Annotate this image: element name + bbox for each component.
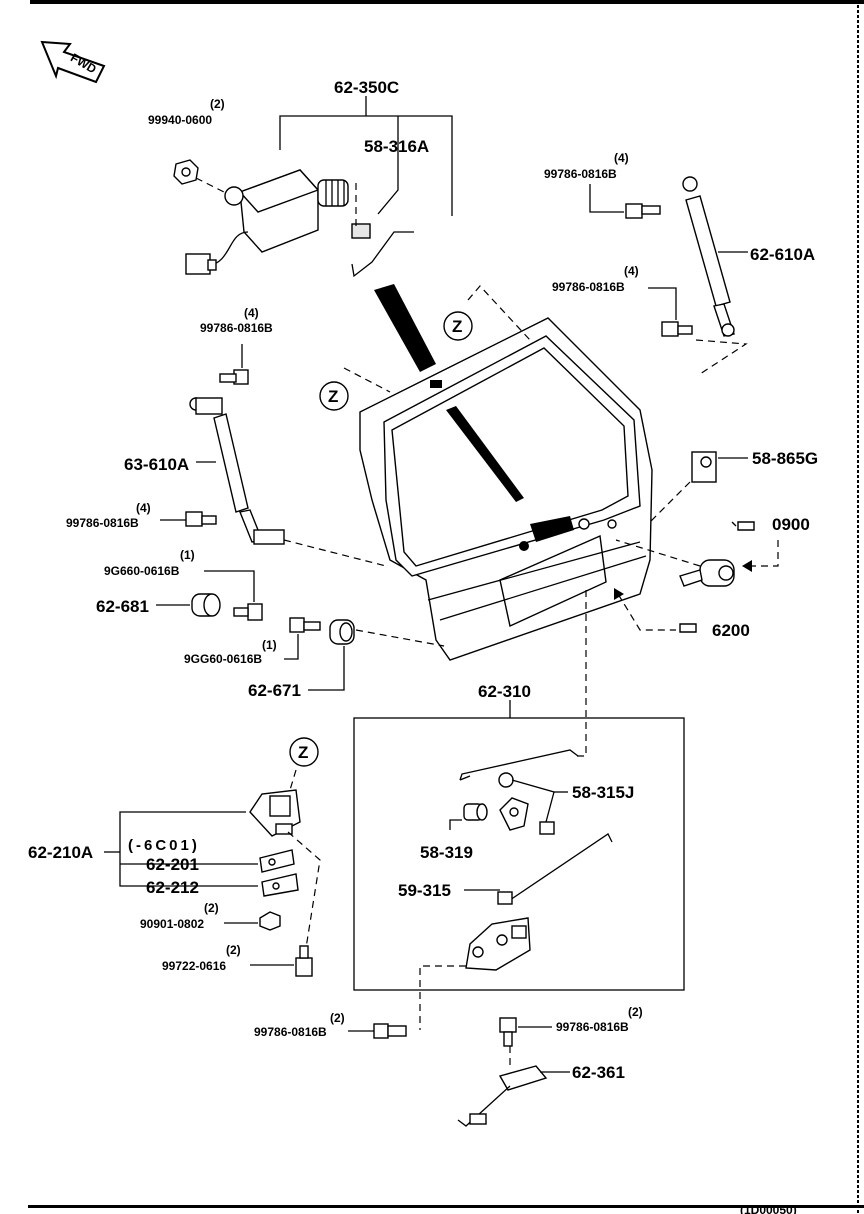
bottom-border	[28, 1205, 864, 1208]
svg-text:6200: 6200	[712, 621, 750, 640]
rod-lower	[509, 833, 613, 901]
label-99786-b: 99786-0816B	[552, 280, 625, 294]
nut-90901-0802	[259, 911, 281, 931]
hinge-62-210A	[249, 789, 301, 837]
label-58-865G: 58-865G	[752, 449, 818, 468]
bracket-58-865G	[649, 451, 717, 523]
clip-59-315	[497, 891, 513, 905]
bolt-99786-e	[373, 1023, 407, 1039]
label-99786-c: 99786-0816B	[200, 321, 273, 335]
label-58-319: 58-319	[420, 843, 473, 862]
label-59-315: 59-315	[398, 881, 451, 900]
label-99786-a: 99786-0816B	[544, 167, 617, 181]
qty-99786-e: (2)	[330, 1011, 345, 1025]
svg-text:Z: Z	[298, 743, 308, 762]
bolt-9G660	[233, 603, 263, 621]
qty-99940: (2)	[210, 97, 225, 111]
label-62-310: 62-310	[478, 682, 531, 701]
footer-ref: (1D00050)	[740, 1203, 797, 1214]
label-99940-0600: 99940-0600	[148, 113, 212, 127]
note-6C01: (-6C01)	[128, 837, 200, 854]
rod-58-316A	[351, 180, 371, 239]
qty-9GG60: (1)	[262, 638, 277, 652]
label-62-201: 62-201	[146, 855, 199, 874]
gas-strut-62-610A	[682, 176, 735, 337]
qty-99786-c: (4)	[244, 306, 259, 320]
latch-62-310	[465, 917, 531, 971]
ref-0900: 0900	[731, 515, 810, 572]
z-marker-2: Z	[319, 381, 349, 411]
plate-62-201	[259, 849, 295, 873]
label-62-610A: 62-610A	[750, 245, 815, 264]
liftgate-panel	[359, 284, 653, 661]
bolt-9GG60	[289, 617, 321, 633]
qty-99786-f: (2)	[628, 1005, 643, 1019]
box-62-310	[353, 717, 685, 991]
ref-6200: 6200	[614, 588, 750, 640]
bolt-99786-b	[661, 321, 693, 337]
rod-upper	[459, 749, 579, 781]
gas-strut-63-610A	[189, 397, 285, 545]
bumper-62-671	[329, 619, 355, 645]
label-62-212: 62-212	[146, 878, 199, 897]
qty-90901: (2)	[204, 901, 219, 915]
svg-text:0900: 0900	[772, 515, 810, 534]
svg-text:Z: Z	[452, 317, 462, 336]
label-9GG60: 9GG60-0616B	[184, 652, 262, 666]
top-border	[30, 0, 864, 4]
label-62-681: 62-681	[96, 597, 149, 616]
label-58-315J: 58-315J	[572, 783, 634, 802]
handle-assembly	[519, 516, 574, 551]
bolt-99786-a	[625, 203, 661, 219]
bolt-99722-0616	[295, 945, 313, 977]
label-90901-0802: 90901-0802	[140, 917, 204, 931]
label-63-610A: 63-610A	[124, 455, 189, 474]
grommet-58-319	[463, 803, 488, 821]
fwd-arrow-icon: FWD	[40, 40, 106, 84]
qty-99722: (2)	[226, 943, 241, 957]
label-62-361: 62-361	[572, 1063, 625, 1082]
rod-62-361	[457, 1065, 548, 1127]
label-99786-e: 99786-0816B	[254, 1025, 327, 1039]
label-62-350C: 62-350C	[334, 78, 399, 97]
qty-99786-a: (4)	[614, 151, 629, 165]
label-62-671: 62-671	[248, 681, 301, 700]
qty-99786-b: (4)	[624, 264, 639, 278]
label-62-210A: 62-210A	[28, 843, 93, 862]
z-marker-1: Z	[443, 311, 473, 341]
svg-text:Z: Z	[328, 387, 338, 406]
plate-62-212	[261, 873, 299, 897]
clip-58-315J	[498, 772, 555, 835]
label-58-316A: 58-316A	[364, 137, 429, 156]
bolt-99786-f	[499, 1017, 517, 1047]
rod-link	[351, 231, 414, 278]
bolt-99786-d	[185, 511, 217, 527]
label-99786-d: 99786-0816B	[66, 516, 139, 530]
lock-cylinder	[615, 539, 735, 587]
label-9G660: 9G660-0616B	[104, 564, 180, 578]
bolt-99786-c	[219, 369, 249, 385]
lock-actuator-62-350C	[185, 169, 349, 275]
qty-9G660: (1)	[180, 548, 195, 562]
z-marker-3: Z	[289, 737, 319, 767]
label-99722-0616: 99722-0616	[162, 959, 226, 973]
qty-99786-d: (4)	[136, 501, 151, 515]
bumper-62-681	[191, 593, 221, 617]
label-99786-f: 99786-0816B	[556, 1020, 629, 1034]
nut-99940-0600	[173, 159, 199, 185]
